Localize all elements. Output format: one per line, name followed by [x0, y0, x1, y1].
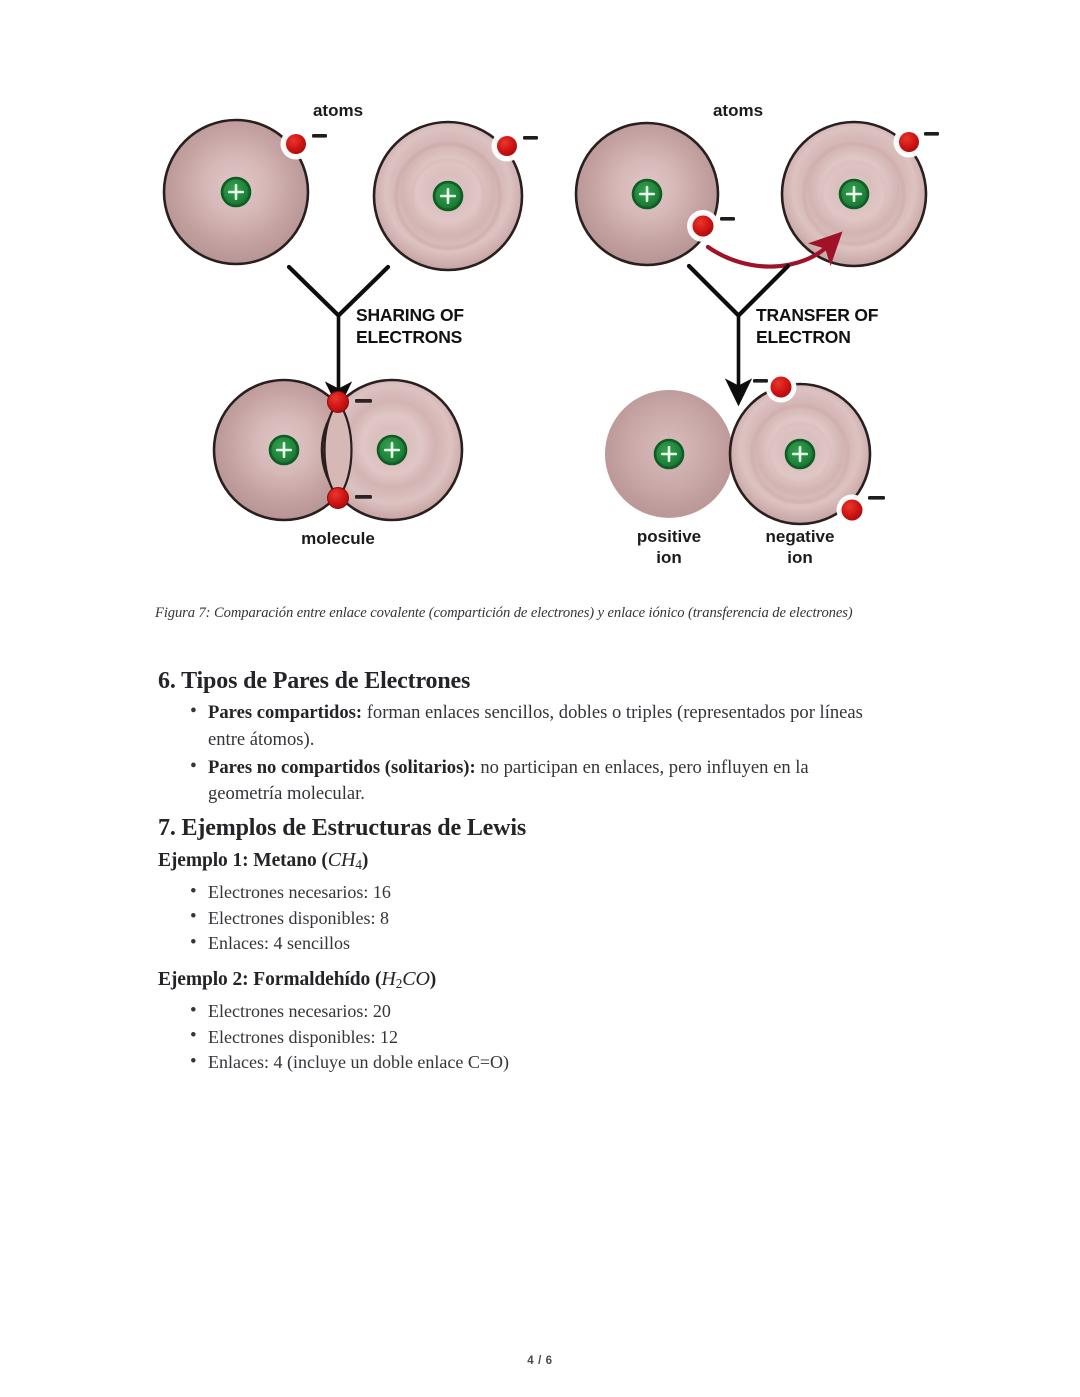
electron-transfer-arrow [705, 231, 843, 269]
list-item: Pares no compartidos (solitarios): no pa… [176, 753, 876, 809]
electron-icon [286, 134, 306, 154]
atoms-label-right: atoms [713, 101, 763, 120]
electron-pair-types-list: Pares compartidos: forman enlaces sencil… [176, 698, 876, 809]
heading-section-6: 6. Tipos de Pares de Electrones [158, 668, 471, 694]
figure-caption: Figura 7: Comparación entre enlace coval… [155, 605, 853, 621]
molecule-label: molecule [301, 529, 375, 548]
example-2-close: ) [429, 969, 437, 990]
transfer-label-line1: TRANSFER OF [756, 305, 879, 325]
heading-section-7: 7. Ejemplos de Estructuras de Lewis [158, 815, 527, 841]
bond-comparison-diagram: atoms [162, 101, 939, 567]
list-item: Electrones necesarios: 20 [176, 998, 836, 1025]
positive-ion-label-line2: ion [656, 548, 682, 567]
heading-example-2: Ejemplo 2: Formaldehído (H2CO) [158, 968, 436, 992]
electron-icon [770, 376, 792, 398]
shared-electron-icon [327, 487, 349, 509]
atom-left-top [162, 118, 327, 266]
example-1-facts-list: Electrones necesarios: 16 Electrones dis… [176, 879, 836, 957]
atoms-label-left: atoms [313, 101, 363, 120]
list-item: Electrones necesarios: 16 [176, 879, 836, 906]
electron-icon [899, 132, 919, 152]
atom-donor [574, 121, 735, 267]
list-item: Electrones disponibles: 8 [176, 904, 836, 932]
bullet-lead: Pares no compartidos (solitarios): [208, 756, 476, 778]
page-number-footer: 4 / 6 [527, 1355, 553, 1367]
bullet-text: no participan en enlaces, pero influyen … [208, 756, 809, 805]
sharing-label-line1: SHARING OF [356, 305, 464, 325]
positive-ion-label-line1: positive [637, 527, 701, 546]
example-1-close: ) [361, 850, 369, 871]
list-item: Pares compartidos: forman enlaces sencil… [176, 698, 876, 754]
sharing-label-line2: ELECTRONS [356, 327, 462, 347]
transfer-label-line2: ELECTRON [756, 327, 851, 347]
electron-icon [841, 499, 863, 521]
ionic-panel: atoms [574, 101, 939, 567]
electron-icon [692, 215, 714, 237]
atom-right-top [372, 120, 538, 272]
transfer-process-arrow [686, 263, 791, 407]
example-1-label: Ejemplo 1: Metano ( [158, 850, 328, 871]
list-item: Enlaces: 4 (incluye un doble enlace C=O) [176, 1049, 836, 1076]
atom-acceptor [780, 120, 939, 268]
molecule-group [212, 378, 464, 522]
bullet-text: forman enlaces sencillos, dobles o tripl… [208, 702, 863, 750]
bullet-lead: Pares compartidos: [208, 702, 363, 723]
formula-methane: CH4 [327, 849, 362, 872]
shared-electron-icon [327, 391, 349, 413]
example-2-label: Ejemplo 2: Formaldehído ( [158, 969, 382, 990]
figure-covalent-vs-ionic-bond: atoms [152, 72, 942, 572]
list-item: Electrones disponibles: 12 [176, 1023, 836, 1051]
covalent-panel: atoms [162, 101, 538, 548]
formula-formaldehyde: H2CO [381, 968, 430, 991]
example-2-facts-list: Electrones necesarios: 20 Electrones dis… [176, 998, 836, 1076]
negative-ion-group [728, 371, 885, 526]
negative-ion-label-line1: negative [766, 527, 835, 546]
electron-icon [497, 136, 517, 156]
sharing-process-arrow [286, 264, 391, 410]
positive-ion-group [605, 390, 733, 518]
heading-example-1: Ejemplo 1: Metano (CH4) [158, 849, 368, 873]
negative-ion-label-line2: ion [787, 548, 813, 567]
list-item: Enlaces: 4 sencillos [176, 930, 836, 957]
